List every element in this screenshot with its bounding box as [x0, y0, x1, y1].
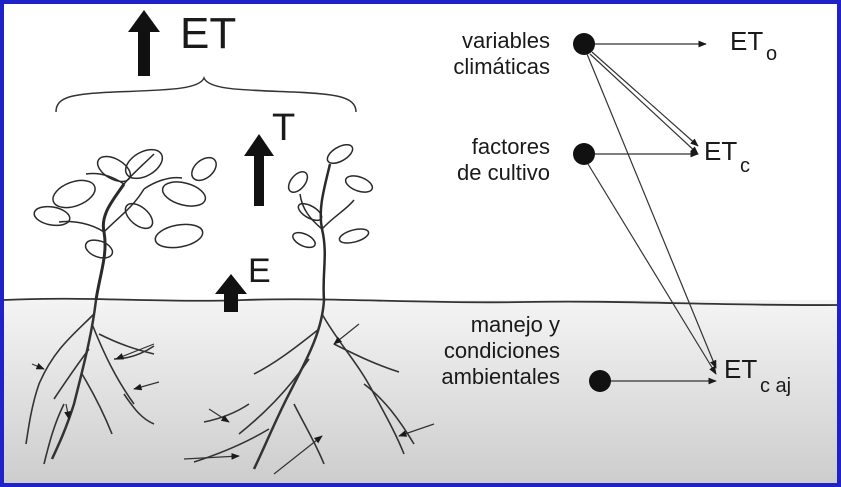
connectors	[586, 40, 717, 385]
t-label: T	[272, 107, 295, 149]
management-node	[589, 370, 611, 392]
management-label-line-3: ambientales	[441, 364, 560, 389]
etc-sub: c	[740, 155, 750, 177]
connector-climate-etc	[591, 51, 699, 147]
climate-label-line-2: climáticas	[453, 54, 550, 79]
plant-right	[287, 143, 374, 301]
soil	[4, 297, 837, 483]
et0-sub: o	[766, 43, 777, 65]
plant-left	[33, 148, 217, 301]
climate-label-line-1: variables	[462, 28, 550, 53]
management-label-line-1: manejo y	[471, 312, 560, 337]
etc-base: ET	[704, 136, 737, 166]
etcaj-base: ET	[724, 354, 757, 384]
e-arrow-icon	[215, 274, 247, 312]
t-arrow-icon	[244, 134, 274, 206]
e-label: E	[248, 252, 271, 290]
roots-right	[193, 299, 415, 470]
climate-factor: variables climáticas	[453, 28, 595, 79]
connector-climate-etc-2	[589, 53, 699, 155]
et0-base: ET	[730, 26, 763, 56]
connector-climate-etcaj	[586, 53, 717, 369]
output-etc: ET c	[704, 136, 750, 177]
et-label: ET	[180, 9, 236, 58]
crop-factor: factores de cultivo	[457, 134, 595, 185]
output-etc-aj: ET c aj	[724, 354, 791, 397]
climate-node	[573, 33, 595, 55]
crop-label-line-1: factores	[472, 134, 550, 159]
management-factor: manejo y condiciones ambientales	[441, 312, 611, 392]
output-et0: ET o	[730, 26, 777, 65]
small-root-arrows	[31, 323, 435, 475]
brace-icon	[55, 76, 357, 113]
management-label-line-2: condiciones	[444, 338, 560, 363]
crop-node	[573, 143, 595, 165]
crop-label-line-2: de cultivo	[457, 160, 550, 185]
roots-left	[25, 299, 155, 465]
et-arrow-icon	[128, 10, 160, 76]
etcaj-sub: c aj	[760, 375, 791, 397]
connector-crop-etcaj	[587, 163, 717, 375]
evapotranspiration-diagram: ET T E variables climáticas factores de …	[4, 9, 837, 483]
